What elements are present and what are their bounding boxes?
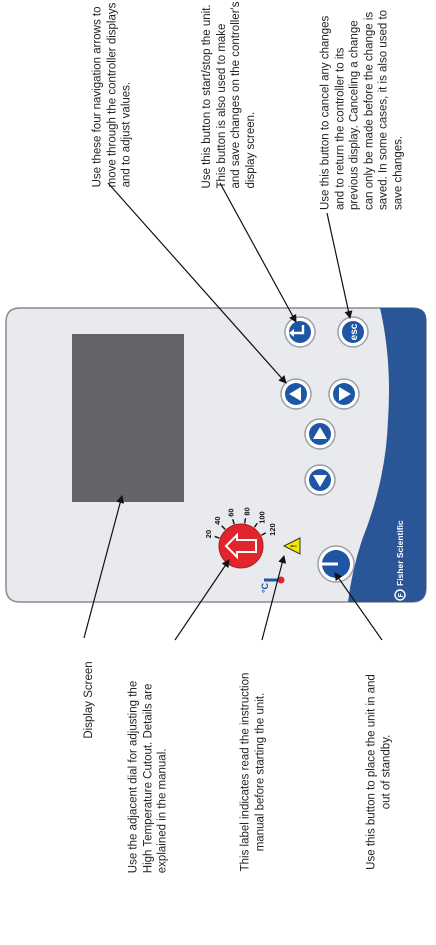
esc-button-note: Use this button to cancel any changes an… [319, 9, 405, 211]
dial-tick [253, 522, 258, 528]
left-arrow-icon [289, 387, 301, 401]
callout-arrow-enter [219, 182, 297, 323]
callout-arrows [83, 182, 383, 641]
thermo-unit-label: °C [260, 582, 270, 593]
brand-band [348, 308, 426, 602]
dial-scale-label: 120 [268, 523, 277, 536]
dial-note: Use the adjacent dial for adjusting the … [127, 680, 169, 874]
dial-scale-label: 80 [243, 507, 252, 515]
dial-scale-label: 40 [213, 516, 222, 524]
callout-arrow-warning [261, 555, 287, 641]
arrow-left-button[interactable] [280, 378, 312, 410]
display-screen-note: Display Screen [82, 661, 95, 739]
callout-arrow-esc [326, 212, 353, 319]
warning-label-note: This label indicates read the instructio… [239, 672, 267, 872]
dial-arrow-icon [224, 532, 257, 560]
enter-button-note: Use this button to start/stop the unit. … [201, 1, 257, 189]
esc-button[interactable]: esc [337, 316, 369, 348]
dial-tick-marks [214, 518, 267, 539]
navigation-arrows-note: Use these four navigation arrows to move… [91, 2, 133, 188]
dial-tick [214, 535, 220, 539]
high-temp-dial[interactable] [214, 518, 267, 569]
dial-tick [232, 519, 235, 525]
callout-arrow-display [83, 495, 125, 639]
callout-arrow-standby [334, 572, 383, 641]
dial-tick [221, 525, 226, 530]
arrow-right-button[interactable] [328, 378, 360, 410]
down-arrow-icon [313, 475, 327, 487]
dial-tick [243, 518, 247, 524]
enter-button[interactable] [284, 316, 316, 348]
dial-scale-label: 60 [227, 508, 236, 516]
up-arrow-icon [313, 427, 327, 439]
brand-name: Fisher Scientific [395, 520, 405, 586]
standby-button-note: Use this button to place the unit in and… [365, 674, 393, 870]
dial-tick [260, 532, 267, 536]
thermometer-icon [264, 576, 285, 584]
enter-arrow-icon [293, 325, 305, 335]
fisher-logo: F Fisher Scientific [394, 520, 406, 601]
esc-label: esc [349, 323, 360, 340]
display-screen [72, 334, 184, 502]
warning-label: ! [282, 537, 301, 555]
arrow-down-button[interactable] [304, 464, 336, 496]
svg-text:F: F [398, 592, 405, 597]
warning-icon: ! [290, 545, 299, 548]
dial-scale-label: 100 [257, 511, 266, 524]
standby-button[interactable] [317, 545, 355, 583]
right-arrow-icon [339, 387, 351, 401]
arrow-up-button[interactable] [304, 418, 336, 450]
callout-arrow-dial [174, 559, 230, 641]
callout-arrow-navigation [107, 182, 287, 384]
dial-scale-label: 20 [204, 530, 213, 538]
